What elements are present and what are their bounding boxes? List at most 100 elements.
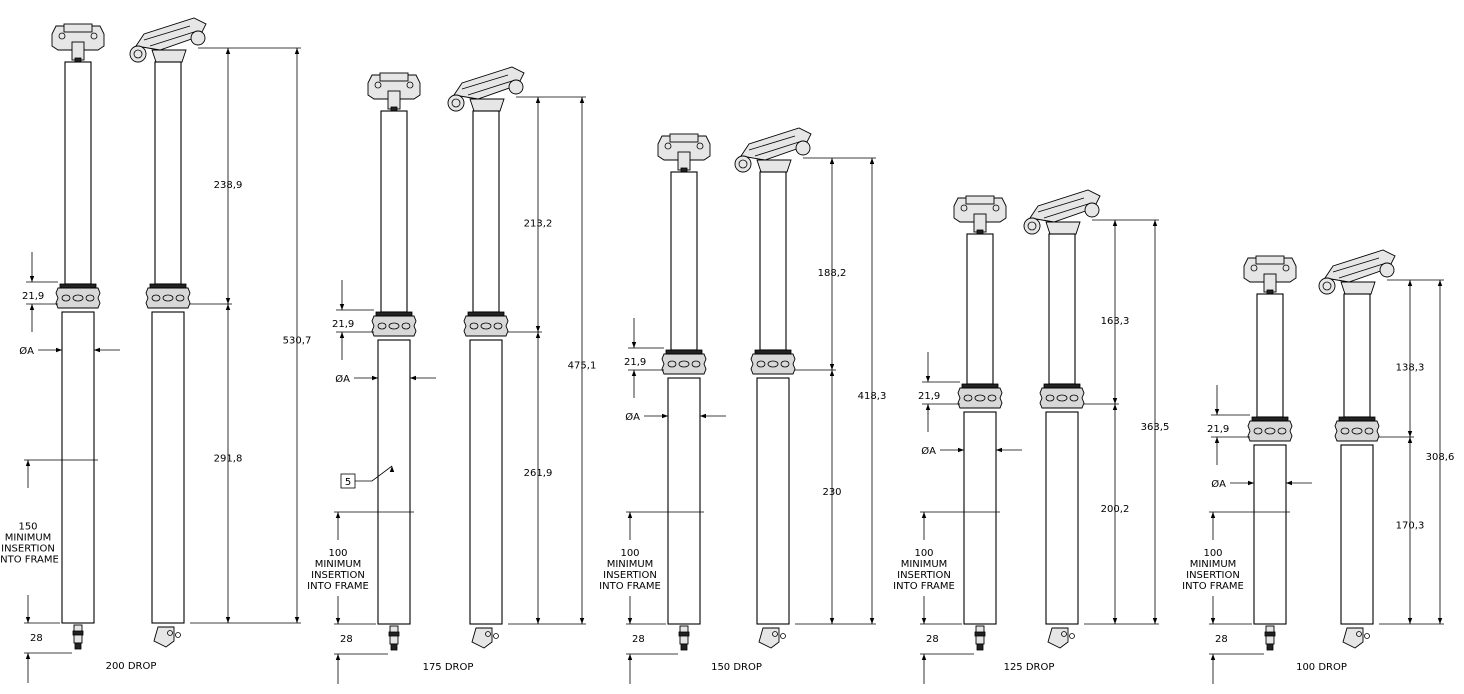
collar-flat	[480, 322, 492, 330]
insertion-label-line: MINIMUM	[607, 559, 654, 570]
arrow-head	[25, 460, 31, 466]
bottom-length-label: 28	[340, 634, 353, 645]
rail-clamp-left-hole	[133, 49, 143, 59]
arrow-head	[921, 618, 927, 624]
wiper-seal	[59, 283, 97, 289]
arrow-head	[389, 466, 395, 472]
wiper-seal	[1338, 416, 1376, 422]
actuator-pin	[1364, 633, 1370, 639]
insertion-label-line: 100	[328, 548, 347, 559]
stanchion-length-label: 188,2	[818, 268, 847, 279]
insertion-label-line: INSERTION	[897, 570, 951, 581]
stanchion-length-label: 163,3	[1101, 316, 1130, 327]
stanchion-length-label: 213,2	[524, 219, 553, 230]
wiper-seal	[1043, 383, 1081, 389]
clamp-cradle	[1340, 281, 1376, 295]
collar-flat	[401, 322, 411, 330]
arrow-head	[627, 512, 633, 518]
diameter-label: ØA	[19, 345, 34, 357]
actuator-pin	[780, 633, 786, 639]
stanchion-front	[966, 233, 994, 385]
wiper-seal	[754, 349, 792, 355]
body-tube-front	[377, 339, 411, 625]
diameter-label: ØA	[921, 445, 936, 457]
collar-flat	[756, 360, 766, 368]
arrow-head	[410, 375, 416, 381]
collar-flat	[767, 360, 779, 368]
insertion-label-line: 150	[18, 522, 37, 533]
arrow-head	[829, 618, 835, 624]
actuator-clip	[72, 630, 84, 636]
bolt-circle	[374, 81, 382, 89]
actuator-tip	[1266, 643, 1274, 651]
arrow-head	[631, 370, 637, 376]
wiper-seal	[665, 349, 703, 355]
arrow-head	[631, 342, 637, 348]
collar-height-label: 21,9	[22, 291, 44, 302]
arrow-head	[29, 276, 35, 282]
collar-flat	[1056, 394, 1068, 402]
insertion-label-line: MINIMUM	[901, 559, 948, 570]
insertion-label-line: INTO FRAME	[307, 581, 369, 592]
seal-collar	[957, 387, 1003, 409]
rail-clamp-left-hole	[451, 98, 461, 108]
bolt-circle	[664, 142, 672, 150]
body-tube-side	[1340, 444, 1374, 625]
clamp-rails	[143, 25, 195, 47]
clamp-bolt-block	[669, 133, 699, 143]
insertion-label-line: MINIMUM	[1190, 559, 1237, 570]
arrow-head	[1437, 618, 1443, 624]
arrow-head	[1437, 280, 1443, 286]
actuator-clip	[1264, 631, 1276, 637]
post-group-1: 238,9291,8530,721,9ØA150MINIMUMINSERTION…	[0, 17, 311, 683]
actuator-clip	[678, 631, 690, 637]
actuator-side	[1047, 627, 1069, 649]
stanchion-side	[759, 171, 787, 351]
arrow-head	[372, 375, 378, 381]
diameter-label: ØA	[335, 373, 350, 385]
collar-flat	[72, 294, 84, 302]
body-tube-front	[1253, 444, 1287, 625]
clamp-bolt	[680, 167, 688, 173]
rail-clamp-right	[190, 30, 206, 46]
insertion-label-line: INTO FRAME	[0, 555, 59, 566]
drop-label: 200 DROP	[106, 661, 157, 672]
seal-collar	[661, 353, 707, 375]
actuator-side	[1342, 627, 1364, 649]
collar-flat	[1264, 427, 1276, 435]
arrow-head	[56, 347, 62, 353]
stanchion-front	[670, 171, 698, 351]
clamp-bolt	[390, 106, 398, 112]
clamp-cradle	[469, 98, 505, 112]
bolt-circle	[406, 81, 414, 89]
arrow-head	[335, 654, 341, 660]
rail-clamp-left	[129, 45, 147, 63]
rail-clamp-left	[447, 94, 465, 112]
stanchion-side	[154, 61, 182, 285]
collar-flat	[1253, 427, 1263, 435]
rail-clamp-right	[1084, 202, 1100, 218]
arrow-head	[225, 617, 231, 623]
rail-clamp-left-hole	[738, 159, 748, 169]
body-length-label: 291,8	[214, 454, 243, 465]
clamp-bolt	[976, 229, 984, 235]
arrow-head	[1112, 220, 1118, 226]
insertion-label-line: MINIMUM	[5, 533, 52, 544]
arrow-head	[829, 370, 835, 376]
insertion-label-line: INSERTION	[1186, 570, 1240, 581]
arrow-head	[958, 447, 964, 453]
bolt-circle	[696, 142, 704, 150]
arrow-head	[1407, 437, 1413, 443]
arrow-head	[535, 618, 541, 624]
body-tube-front	[61, 311, 95, 624]
insertion-label-line: 100	[914, 548, 933, 559]
clamp-rails	[461, 74, 513, 96]
bottom-length-label: 28	[30, 633, 43, 644]
collar-flat	[974, 394, 986, 402]
arrow-head	[1407, 618, 1413, 624]
overall-length-label: 363,5	[1141, 422, 1170, 433]
arrow-head	[335, 512, 341, 518]
arrow-head	[921, 654, 927, 660]
clamp-rails	[1332, 257, 1384, 279]
overall-length-label: 475,1	[568, 361, 597, 372]
